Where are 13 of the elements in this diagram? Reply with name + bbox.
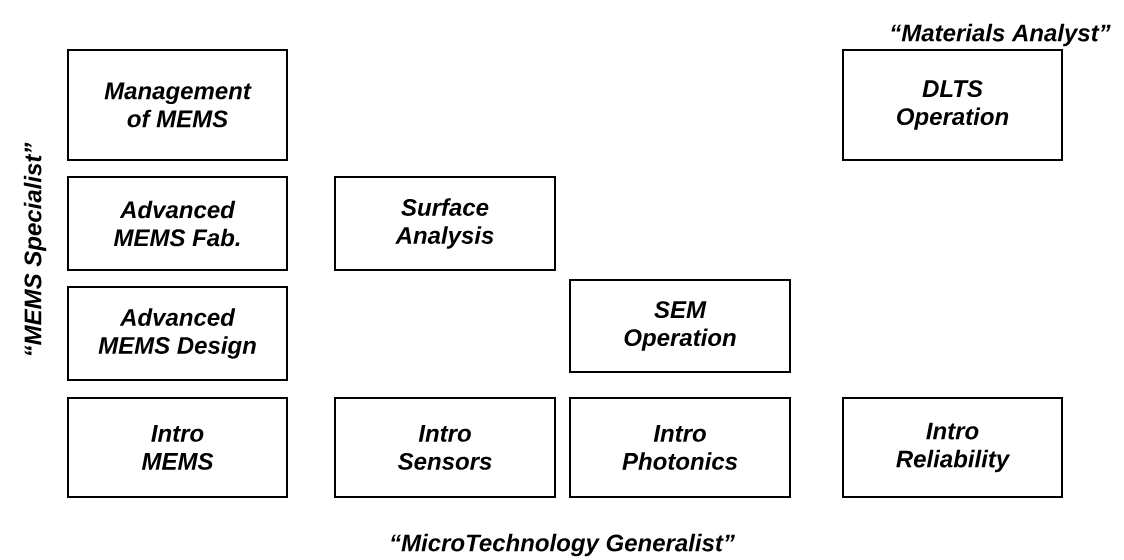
course-box: Intro Reliability bbox=[842, 397, 1063, 498]
course-box: DLTS Operation bbox=[842, 49, 1063, 161]
course-box: Surface Analysis bbox=[334, 176, 556, 271]
axis-label: “MicroTechnology Generalist” bbox=[391, 533, 735, 557]
course-box: Advanced MEMS Design bbox=[67, 286, 288, 381]
course-box: Advanced MEMS Fab. bbox=[67, 176, 288, 271]
course-box: Intro MEMS bbox=[67, 397, 288, 498]
axis-label: “MEMS Specialist” bbox=[23, 142, 47, 356]
axis-label: “Materials Analyst” bbox=[891, 23, 1111, 47]
course-box: Intro Photonics bbox=[569, 397, 791, 498]
course-box: Intro Sensors bbox=[334, 397, 556, 498]
course-box: Management of MEMS bbox=[67, 49, 288, 161]
course-box: SEM Operation bbox=[569, 279, 791, 373]
